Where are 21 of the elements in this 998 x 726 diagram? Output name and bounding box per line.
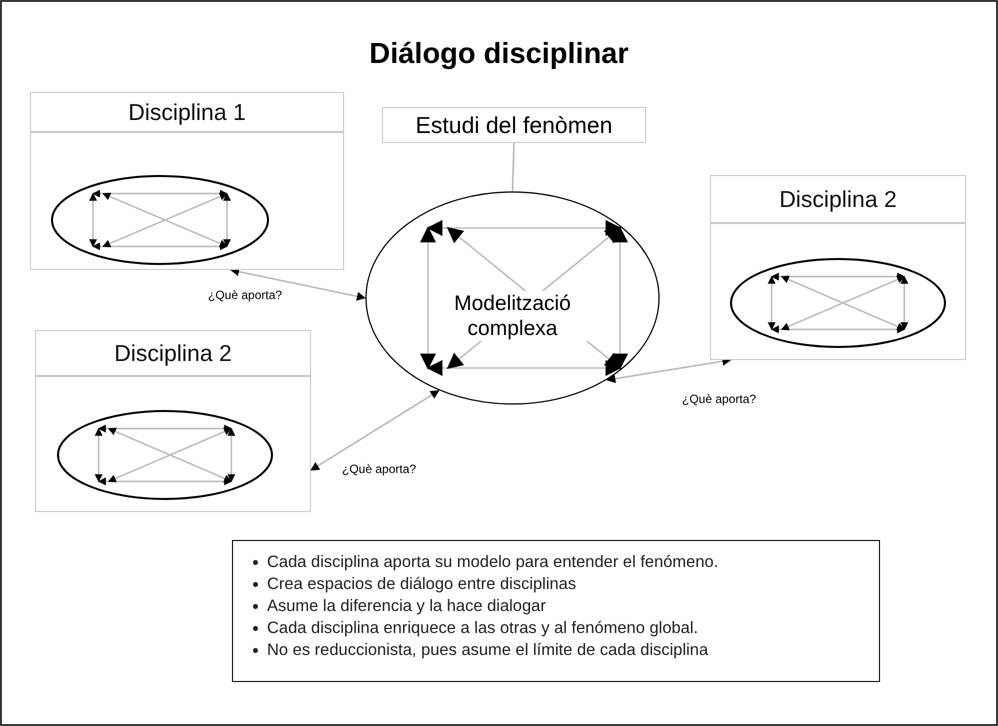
panel-heading: Disciplina 2 — [114, 340, 232, 366]
bullet-text: No es reduccionista, pues asume el límite de cada disciplina — [267, 641, 708, 659]
box-label: Estudi del fenòmen — [416, 112, 612, 138]
bullet-text: Cada disciplina enriquece a las otras y al fenómeno global. — [267, 619, 698, 637]
edge-label: ¿Què aporta? — [680, 392, 758, 406]
panel-heading: Disciplina 2 — [779, 186, 897, 212]
discipline-panel — [710, 175, 966, 360]
discipline-panel — [30, 92, 344, 270]
double-arrow — [310, 390, 440, 471]
bullet-text: Cada disciplina aporta su modelo para entender el fenómeno. — [267, 553, 718, 571]
discipline-panel — [35, 330, 311, 512]
model-ellipse — [365, 191, 660, 405]
connector-line — [512, 142, 515, 192]
panel-heading: Disciplina 1 — [128, 98, 246, 126]
bullet-text: Asume la diferencia y la hace dialogar — [267, 597, 546, 615]
bullet-text: Crea espacios de diálogo entre disciplinas — [267, 575, 576, 593]
text-box — [232, 540, 880, 682]
edge-label: ¿Què aporta? — [340, 462, 418, 476]
edge-label: ¿Què aporta? — [206, 288, 284, 302]
title: Diálogo disciplinar — [369, 38, 629, 70]
label-box — [382, 107, 646, 143]
